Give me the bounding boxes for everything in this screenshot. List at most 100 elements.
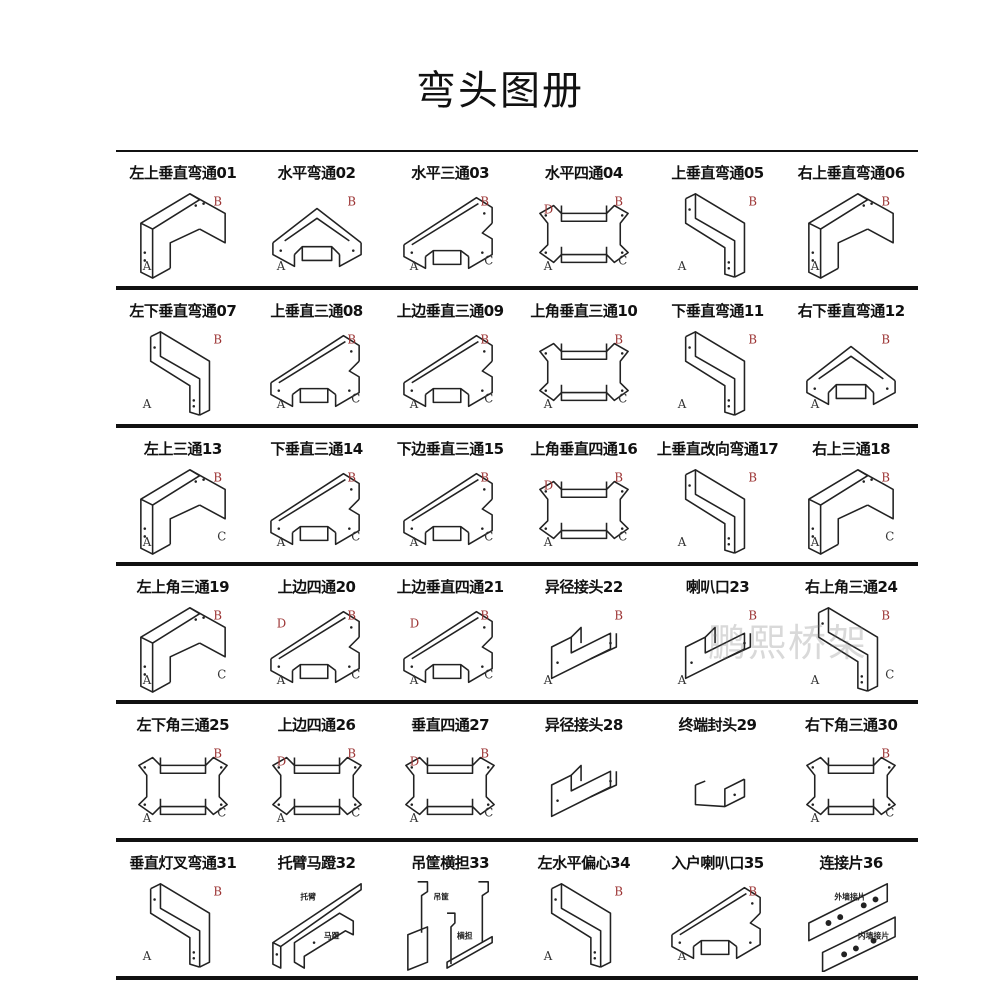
fitting-label: 入户喇叭口35 bbox=[671, 854, 764, 872]
fitting-drawing-icon: AB bbox=[142, 883, 222, 968]
port-label: C bbox=[351, 391, 360, 405]
fitting-drawing-icon: AB bbox=[806, 333, 897, 411]
port-label: B bbox=[882, 747, 891, 761]
fitting-label: 左上三通13 bbox=[143, 440, 222, 458]
divider bbox=[116, 700, 918, 704]
fitting-drawing-icon: AB bbox=[677, 469, 757, 554]
port-label: B bbox=[614, 471, 623, 485]
port-label: A bbox=[409, 811, 419, 825]
port-label: B bbox=[213, 471, 222, 485]
fitting-drawing-icon: ABC bbox=[810, 607, 895, 692]
port-label: B bbox=[614, 609, 623, 623]
fitting-label: 垂直灯叉弯通31 bbox=[129, 854, 237, 872]
port-label: A bbox=[142, 397, 152, 411]
port-label: B bbox=[748, 885, 757, 899]
fitting-label: 吊筐横担33 bbox=[411, 854, 490, 872]
fitting-drawing-icon: 托臂马蹬 bbox=[271, 883, 362, 969]
port-label: B bbox=[481, 195, 490, 209]
port-label: C bbox=[618, 253, 627, 267]
port-label: B bbox=[882, 333, 891, 347]
port-label: A bbox=[409, 673, 419, 687]
fitting-label: 上角垂直三通10 bbox=[530, 302, 638, 320]
port-label: D bbox=[544, 478, 553, 492]
fitting-label: 左下垂直弯通07 bbox=[129, 302, 237, 320]
port-label: A bbox=[677, 949, 687, 963]
port-label: C bbox=[886, 805, 895, 819]
fitting-drawing-icon bbox=[694, 778, 745, 808]
port-label: A bbox=[810, 535, 820, 549]
port-label: B bbox=[347, 195, 356, 209]
fitting-label: 垂直四通27 bbox=[411, 716, 490, 734]
part-label: 马蹬 bbox=[324, 931, 340, 941]
port-label: C bbox=[217, 805, 226, 819]
fitting-label: 水平三通03 bbox=[411, 164, 490, 182]
fitting-drawing-icon: ABC bbox=[403, 471, 494, 549]
part-label: 内墙接片 bbox=[858, 931, 889, 941]
fitting-label: 水平四通04 bbox=[544, 164, 623, 182]
fitting-label: 下边垂直三通15 bbox=[396, 440, 504, 458]
port-label: A bbox=[543, 673, 553, 687]
port-label: A bbox=[275, 397, 285, 411]
port-label: A bbox=[409, 535, 419, 549]
port-label: A bbox=[275, 259, 285, 273]
port-label: C bbox=[886, 529, 895, 543]
divider bbox=[116, 150, 918, 152]
watermark: 鹏熙桥架 bbox=[708, 621, 869, 665]
fitting-label: 连接片36 bbox=[819, 854, 884, 872]
port-label: A bbox=[409, 397, 419, 411]
fitting-label: 异径接头28 bbox=[544, 716, 623, 734]
divider bbox=[116, 838, 918, 842]
fitting-drawing-icon: AB bbox=[142, 331, 222, 416]
port-label: C bbox=[485, 529, 494, 543]
port-label: B bbox=[347, 609, 356, 623]
port-label: A bbox=[677, 397, 687, 411]
port-label: A bbox=[810, 397, 820, 411]
port-label: A bbox=[543, 397, 553, 411]
fitting-drawing-icon: ABC bbox=[140, 469, 226, 555]
fitting-drawing-icon: ABC bbox=[806, 747, 897, 825]
fitting-label: 右下垂直弯通12 bbox=[797, 302, 905, 320]
fitting-drawing-icon: ABC bbox=[539, 333, 629, 411]
port-label: C bbox=[485, 667, 494, 681]
port-label: B bbox=[614, 195, 623, 209]
fitting-label: 上垂直三通08 bbox=[270, 302, 363, 320]
fitting-drawing-icon bbox=[550, 764, 618, 818]
port-label: A bbox=[677, 259, 687, 273]
port-label: A bbox=[409, 259, 419, 273]
port-label: A bbox=[275, 535, 285, 549]
fitting-label: 左下角三通25 bbox=[136, 716, 230, 734]
port-label: C bbox=[618, 529, 627, 543]
port-label: B bbox=[614, 885, 623, 899]
fitting-drawing-icon: AB bbox=[140, 193, 226, 279]
port-label: D bbox=[410, 616, 419, 630]
port-label: B bbox=[347, 471, 356, 485]
